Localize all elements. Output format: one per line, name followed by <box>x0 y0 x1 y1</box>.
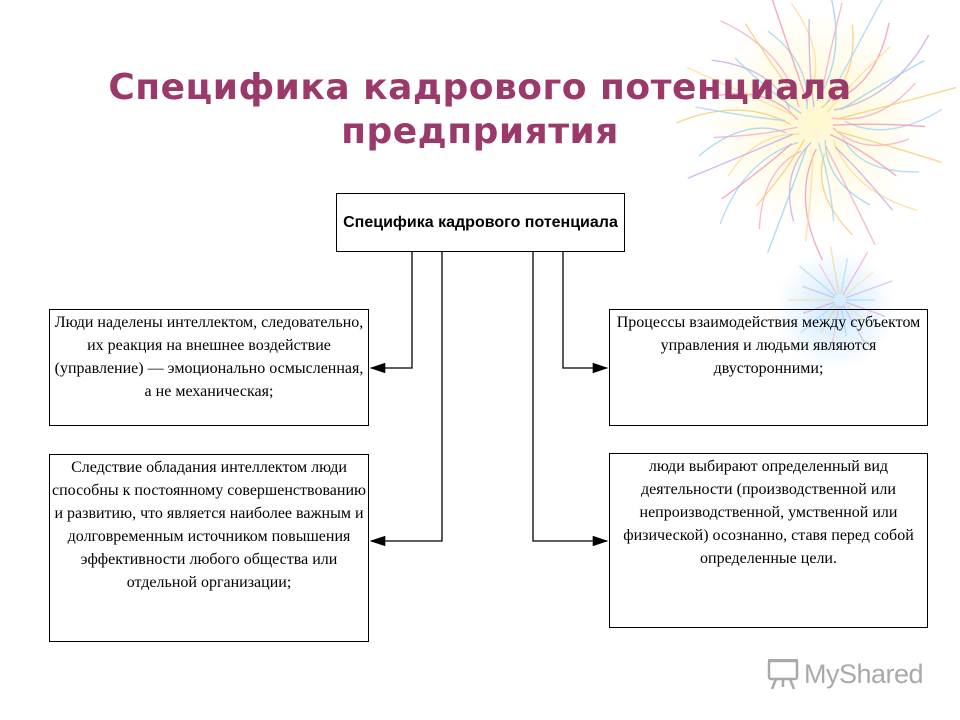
firework-ray <box>816 0 837 102</box>
firework-ray <box>844 271 874 297</box>
firework-ray <box>716 93 799 121</box>
firework-ray <box>713 126 798 139</box>
firework-ray <box>820 2 843 96</box>
watermark-text: MyShared <box>804 658 924 689</box>
firework-ray <box>687 66 794 116</box>
firework-ray <box>755 139 806 207</box>
firework-ray <box>832 123 926 128</box>
firework-ray <box>767 147 808 253</box>
firework-ray <box>790 2 817 96</box>
firework-ray <box>842 304 866 343</box>
firework-ray <box>844 108 943 131</box>
box-right-bottom: люди выбирают определенный вид деятельно… <box>609 453 928 628</box>
firework-ray <box>758 150 802 230</box>
firework-ray <box>840 59 925 111</box>
firework-ray <box>698 127 787 157</box>
firework-ray <box>803 301 835 314</box>
firework-ray <box>804 148 824 261</box>
box-left-top-text: Люди наделены интеллектом, следовательно… <box>54 314 364 400</box>
firework-ray <box>832 127 910 147</box>
firework-ray <box>817 142 835 222</box>
firework-ray <box>838 86 957 120</box>
firework-ray <box>824 139 871 206</box>
firework-ray <box>820 24 854 109</box>
root-box: Специфика кадрового потенциала <box>336 193 625 252</box>
firework-ray <box>734 57 802 115</box>
firework-ray <box>826 46 891 113</box>
firework-ray <box>840 305 848 337</box>
firework-ray <box>788 142 812 222</box>
firework-ray <box>840 258 848 295</box>
box-right-top-text: Процессы взаимодействия между субъектом … <box>616 314 921 377</box>
firework-ray <box>837 131 942 163</box>
watermark-logo: MyShared <box>766 656 924 692</box>
firework-ray <box>711 59 791 110</box>
connector-left-bottom <box>369 252 443 547</box>
firework-ray <box>804 154 814 242</box>
firework-ray <box>767 30 809 109</box>
box-right-bottom-text: люди выбирают определенный вид деятельно… <box>623 458 914 567</box>
firework-ray <box>829 246 840 295</box>
box-right-top: Процессы взаимодействия между субъектом … <box>609 309 928 426</box>
firework-ray <box>695 106 786 122</box>
firework-ray <box>831 82 917 120</box>
firework-ray <box>798 265 836 297</box>
firework-ray <box>841 136 919 173</box>
firework-ray <box>825 0 883 105</box>
connector-left-top <box>369 252 413 374</box>
firework-ray <box>771 0 808 103</box>
firework-ray <box>727 133 800 177</box>
firework-ray <box>832 140 918 211</box>
firework-ray <box>808 19 815 108</box>
presentation-board-icon <box>767 659 799 690</box>
firework-ray <box>744 23 799 101</box>
firework-ray <box>845 280 893 299</box>
root-box-label: Специфика кадрового потенциала <box>343 213 618 231</box>
firework-ray <box>800 303 836 334</box>
firework-ray <box>719 20 800 108</box>
slide-title: Специфика кадрового потенциала предприят… <box>108 67 852 152</box>
firework-ray <box>818 264 838 296</box>
firework-ray <box>802 285 835 299</box>
box-left-bottom-text: Следствие обладания интеллектом люди спо… <box>52 459 366 591</box>
firework-ray <box>820 153 853 236</box>
firework-ray <box>842 252 869 296</box>
firework-ray <box>844 303 869 324</box>
firework-ray <box>834 146 893 211</box>
connector-right-top <box>562 252 609 374</box>
firework-ray <box>721 143 792 200</box>
firework-ray <box>675 109 792 126</box>
firework-ray <box>832 22 890 102</box>
firework-ray <box>719 141 799 225</box>
firework-ray <box>830 305 840 350</box>
box-left-top: Люди наделены интеллектом, следовательно… <box>49 309 369 426</box>
firework-ray <box>687 133 794 179</box>
firework-ray <box>830 133 897 177</box>
firework-ray <box>825 146 876 246</box>
box-left-bottom: Следствие обладания интеллектом люди спо… <box>49 454 369 642</box>
firework-ray <box>833 34 930 111</box>
connector-right-bottom <box>532 252 609 547</box>
